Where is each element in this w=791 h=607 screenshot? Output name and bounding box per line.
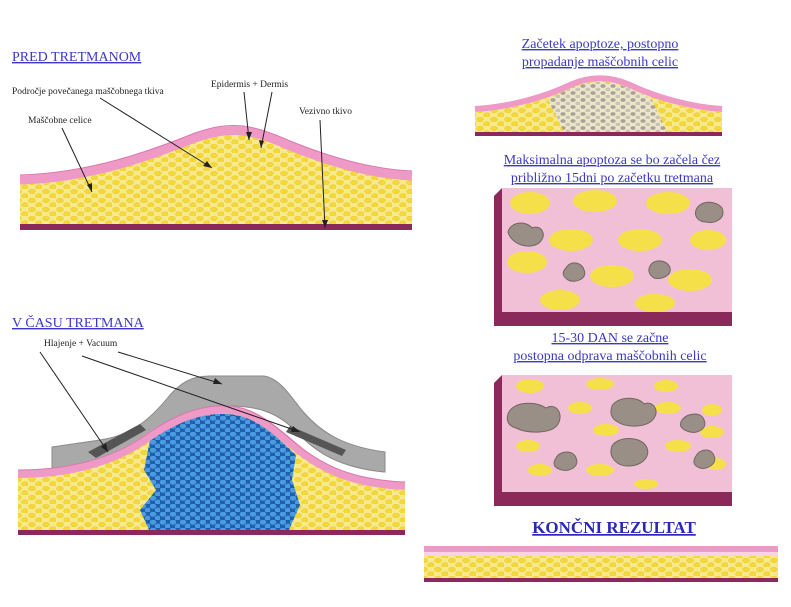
label-fat-cells: Maščobne celice: [28, 116, 92, 126]
panel-max-apoptosis: Maksimalna apoptoza se bo začela čez pri…: [494, 153, 732, 326]
dead-cells-block-2: [506, 397, 716, 471]
leader-lines-before: [61, 91, 326, 229]
leader-arrowheads-during: [101, 378, 300, 452]
base-layer: [20, 224, 412, 230]
fat-cells-block-1: [507, 190, 726, 312]
panel-during: V ČASU TRETMANA Hlajenje + Vacuum: [12, 314, 406, 535]
panel-before-title: PRED TRETMANOM: [12, 50, 142, 65]
final-fat-layer: [424, 556, 778, 578]
skin-band: [19, 126, 413, 185]
elimination-title-2: postopna odprava maščobnih celic: [513, 349, 706, 364]
skin-edge-during: [17, 405, 406, 483]
label-cooling: Hlajenje + Vacuum: [44, 339, 118, 349]
skin-edge: [19, 125, 413, 176]
label-fat-area: Področje povečanega maščobnega tkiva: [12, 87, 164, 97]
panel-during-title: V ČASU TRETMANA: [12, 314, 145, 331]
elimination-title-1: 15-30 DAN se začne: [551, 331, 668, 346]
base-layer-during: [18, 530, 405, 535]
panel-before: PRED TRETMANOM Področje povečanega maščo…: [12, 50, 413, 230]
frozen-fat-zone: [140, 413, 300, 532]
cooling-plate-left: [88, 424, 146, 458]
final-base: [424, 578, 778, 582]
label-epidermis: Epidermis + Dermis: [211, 80, 288, 90]
max-apoptosis-title-1: Maksimalna apoptoza se bo začela čez: [504, 153, 721, 168]
panel-elimination: 15-30 DAN se začne postopna odprava mašč…: [494, 331, 732, 506]
panel-apoptosis-start: Začetek apoptoze, postopno propadanje ma…: [474, 37, 723, 136]
final-skin: [424, 546, 778, 552]
block-side-2: [494, 375, 502, 506]
apoptosis-start-title-1: Začetek apoptoze, postopno: [522, 37, 679, 52]
leader-lines-during: [39, 351, 301, 453]
skin-band-during: [17, 405, 406, 490]
cooling-plate-right: [286, 426, 346, 456]
max-apoptosis-title-2: približno 15dni po začetku tretmana: [511, 171, 714, 186]
panel-final: KONČNI REZULTAT: [424, 518, 778, 582]
block-bottom: [494, 312, 732, 326]
block-bottom-2: [494, 492, 732, 506]
skin-band-apoptosis: [474, 75, 723, 112]
dying-cells-zone: [548, 82, 668, 134]
base-layer-apoptosis: [475, 132, 722, 136]
label-connective: Vezivno tkivo: [299, 107, 352, 117]
dead-cells-block-1: [507, 201, 724, 282]
block-side: [494, 188, 502, 326]
fat-cells-block-2: [516, 378, 726, 489]
final-dermis: [424, 552, 778, 556]
fat-layer: [20, 134, 412, 228]
apoptosis-start-title-2: propadanje maščobnih celic: [522, 55, 678, 70]
leader-arrowheads-before: [87, 132, 328, 228]
final-title: KONČNI REZULTAT: [532, 518, 696, 537]
